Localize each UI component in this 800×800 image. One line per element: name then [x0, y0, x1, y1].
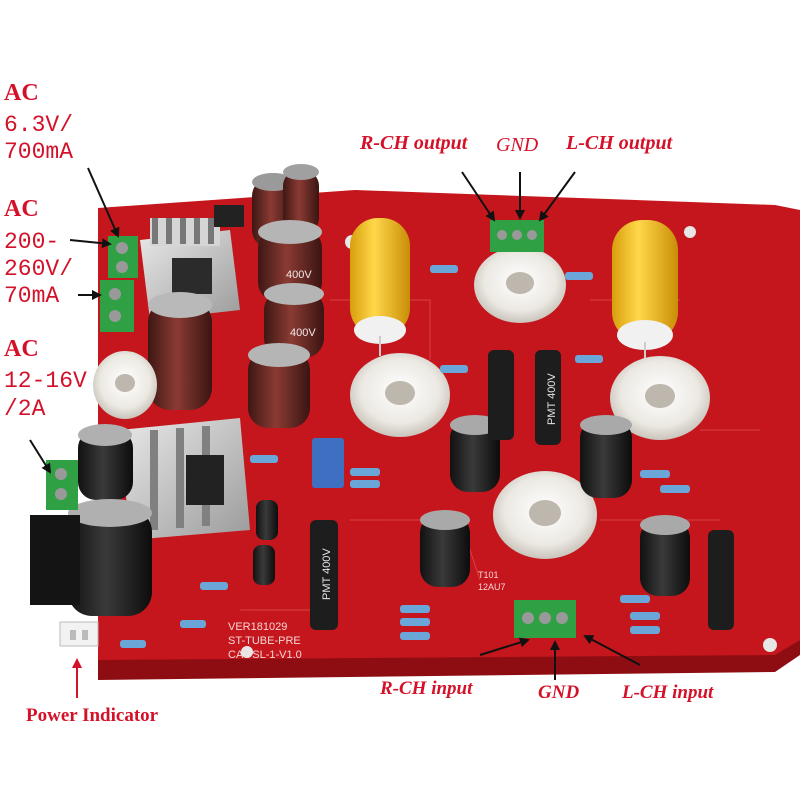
terminal-output [490, 220, 544, 252]
ac2-value-line3: 70mA [4, 283, 60, 309]
r-ch-output-label: R-CH output [360, 132, 468, 154]
heatsink-bottom [120, 418, 250, 540]
ac3-heading: AC [4, 336, 39, 362]
tube-socket [93, 351, 157, 419]
cap-voltage-text: 400V [290, 327, 316, 339]
yellow-film-capacitor-left [350, 218, 410, 356]
tube-type-text: 12AU7 [478, 582, 506, 592]
hv-capacitor-group: 400V 400V [148, 164, 324, 428]
blue-capacitor [312, 438, 344, 488]
ac1-value-line1: 6.3V/ [4, 112, 74, 138]
pmt-capacitor: PMT 400V PMT 400V [310, 350, 734, 630]
bridge-rectifier [30, 515, 80, 605]
power-indicator-label: Power Indicator [26, 705, 159, 726]
board-rev-text: CAT-SL-1-V1.0 [228, 649, 302, 661]
mounting-hole [763, 638, 777, 652]
tube-socket [493, 471, 597, 559]
ac2-value-line1: 200- [4, 229, 60, 255]
power-indicator-connector [59, 621, 99, 647]
terminal-ac-6v3 [108, 236, 138, 278]
ac3-value-line1: 12-16V [4, 368, 87, 394]
board-name-text: ST-TUBE-PRE [228, 635, 301, 647]
tube-socket [474, 247, 566, 323]
l-ch-output-label: L-CH output [566, 132, 673, 154]
ac1-value-line2: 700mA [4, 139, 74, 165]
ac2-value-line2: 260V/ [4, 256, 74, 282]
black-capacitor-group [68, 415, 690, 616]
ac2-heading: AC [4, 196, 39, 222]
r-ch-input-label: R-CH input [380, 678, 473, 699]
regulator-ic [214, 205, 244, 227]
l-ch-input-label: L-CH input [622, 682, 714, 703]
ac1-heading: AC [4, 80, 39, 106]
mounting-hole [684, 226, 696, 238]
terminal-input [514, 600, 576, 638]
pmt-cap-text: PMT 400V [546, 373, 558, 425]
resistor-group [120, 265, 690, 648]
tube-socket [350, 353, 450, 437]
tube-socket [610, 356, 710, 440]
terminal-ac-12v [46, 460, 78, 510]
terminal-ac-hv [100, 280, 134, 332]
annotation-arrows [29, 167, 641, 680]
gnd-output-label: GND [496, 134, 539, 156]
board-id-text: VER181029 [228, 621, 287, 633]
pmt-cap-text: PMT 400V [321, 548, 333, 600]
mounting-hole [241, 646, 253, 658]
tube-ref-text: T101 [478, 570, 499, 580]
gnd-input-label: GND [538, 682, 580, 703]
cap-voltage-text: 400V [286, 269, 312, 281]
yellow-film-capacitor-right [612, 220, 678, 360]
ac3-value-line2: /2A [4, 396, 46, 422]
